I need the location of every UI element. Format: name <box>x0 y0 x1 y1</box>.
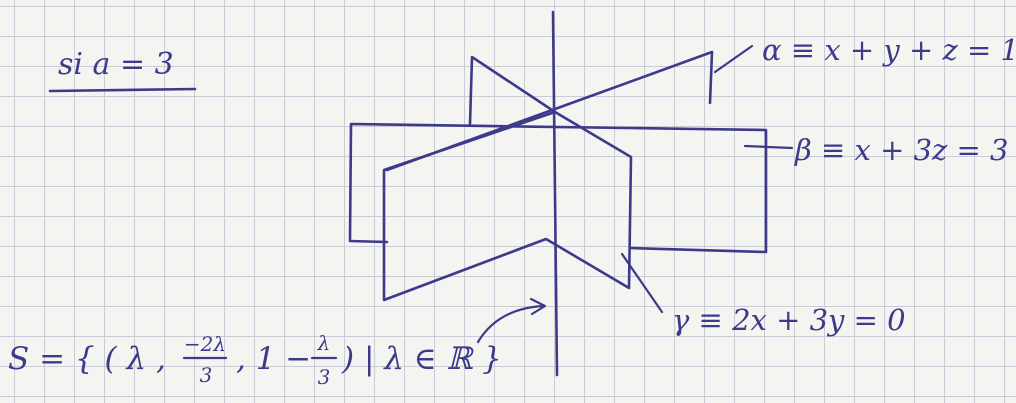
solution-frac1-numerator: −2λ <box>184 332 226 356</box>
solution-frac2-denominator: 3 <box>318 365 331 389</box>
alpha-pointer <box>713 44 754 74</box>
intersection-line <box>551 10 559 377</box>
alpha-plane-right <box>385 50 714 172</box>
solution-arrow <box>476 304 545 344</box>
solution-arrow-head <box>529 297 547 316</box>
gamma-plane <box>382 110 633 302</box>
beta-pointer <box>743 144 794 150</box>
solution-frac2-numerator: λ <box>317 331 331 355</box>
beta-plane <box>348 122 768 254</box>
alpha-equation: α ≡ x + y + z = 1 <box>762 33 1016 67</box>
condition-underline <box>48 87 197 93</box>
solution-suffix: ) | λ ∈ ℝ } <box>341 341 502 377</box>
gamma-pointer <box>620 252 664 314</box>
alpha-plane-left <box>468 55 557 126</box>
solution-frac1-denominator: 3 <box>200 363 213 387</box>
solution-middle: , 1 − <box>236 341 311 377</box>
condition-label: si a = 3 <box>58 47 174 82</box>
beta-equation: β ≡ x + 3z = 3 <box>794 133 1009 167</box>
gamma-equation: γ ≡ 2x + 3y = 0 <box>672 303 906 337</box>
solution-prefix: S = { ( λ , <box>8 341 166 377</box>
